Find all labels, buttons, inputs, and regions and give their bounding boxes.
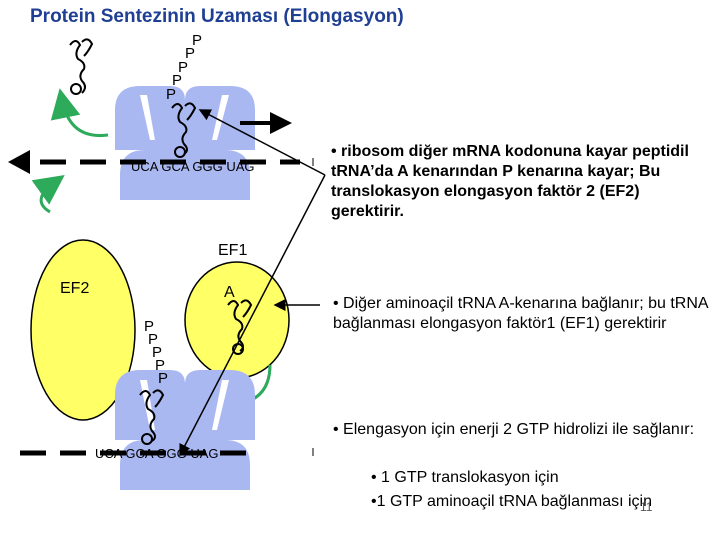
- phosphate-label: P: [192, 32, 203, 49]
- bullet-aminoacyl-binding: • Diğer aminoaçil tRNA A-kenarına bağlan…: [333, 295, 708, 332]
- trna-ef1: [227, 299, 253, 355]
- trna-free-top-left: [69, 38, 94, 95]
- phosphate-label: P: [185, 45, 196, 62]
- pointer-bullet1: [198, 109, 326, 176]
- arrow-right-head: [270, 112, 292, 134]
- phosphate-label: P: [172, 72, 183, 89]
- codons-top: UCA GCA GGG UAG: [131, 159, 255, 174]
- pointer-bullet1-alt: [179, 174, 326, 457]
- phosphate-label: P: [158, 370, 169, 387]
- ef1-label: EF1: [218, 242, 248, 259]
- ribosome-top: [115, 86, 255, 200]
- trna-top-ribosome: [171, 102, 197, 158]
- site-a-label: A: [224, 284, 235, 301]
- phosphate-label: P: [155, 357, 166, 374]
- arrow-left-head: [8, 150, 30, 174]
- page-title: Protein Sentezinin Uzaması (Elongasyon): [30, 6, 404, 27]
- trna-bottom-ribosome: [139, 389, 165, 445]
- phosphate-label: P: [144, 318, 155, 335]
- green-arrow-up-left: [50, 88, 109, 138]
- bullet-translocation: • ribosom diğer mRNA kodonuna kayar pept…: [331, 143, 689, 220]
- green-arrow-top-small: [31, 174, 65, 214]
- ribosome-bottom: [115, 370, 255, 490]
- bullet-energy-sub1: • 1 GTP translokasyon için: [371, 469, 559, 486]
- ef2-label: EF2: [60, 280, 90, 297]
- codons-bottom: UCA GCA GGG UAG: [95, 446, 219, 461]
- phosphate-label: P: [148, 331, 159, 348]
- bullet-energy-sub2: •1 GTP aminoaçil tRNA bağlanması için: [371, 493, 652, 510]
- phosphate-label: P: [152, 344, 163, 361]
- page-number: 11: [640, 500, 653, 514]
- phosphate-label: P: [178, 59, 189, 76]
- ef2-ellipse: [30, 239, 136, 421]
- phosphate-label: P: [166, 86, 177, 103]
- bullet-energy: • Elengasyon için enerji 2 GTP hidrolizi…: [333, 421, 695, 438]
